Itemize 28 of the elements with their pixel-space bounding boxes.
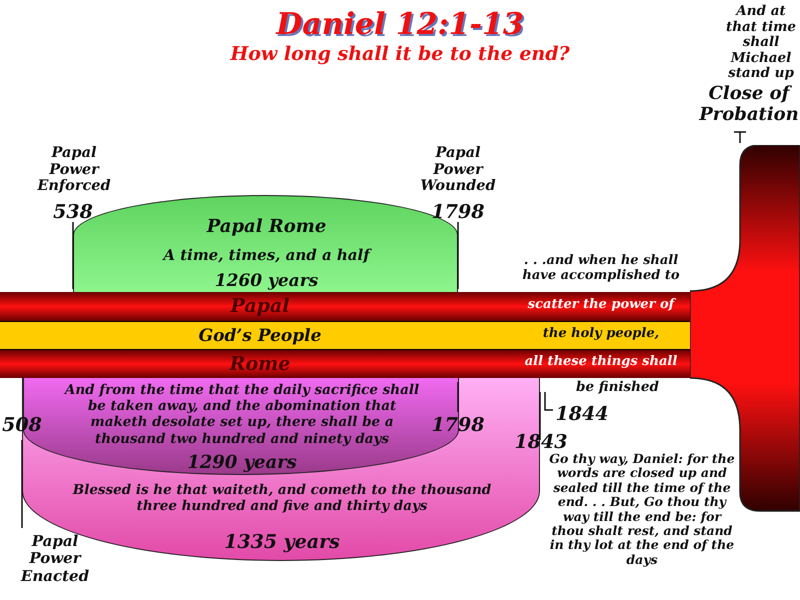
band-label: God’s People (198, 326, 322, 346)
event-label: Papal Power Enforced (36, 145, 112, 196)
verse-text: scatter the power of (526, 298, 677, 313)
band (0, 350, 690, 378)
title: Daniel 12:1-13 (274, 8, 525, 42)
event-label: Close of Probation (698, 84, 800, 126)
event-label: And at that time shall Michael stand up (725, 4, 797, 82)
period-text: Papal Rome (205, 216, 328, 238)
verse-text: be finished (575, 380, 660, 396)
period-text: A time, times, and a half (161, 246, 373, 264)
date-label: 538 (52, 202, 94, 224)
band (0, 292, 690, 321)
subtitle: How long shall it be to the end? (229, 44, 571, 66)
date-label: 1798 (430, 202, 486, 224)
band-label: Rome (228, 353, 292, 376)
period-label: 1260 years (214, 271, 320, 292)
event-label: Papal Power Enacted (20, 533, 90, 585)
date-label: 1844 (554, 404, 610, 426)
verse-text: . . .and when he shall have accomplished to (521, 254, 681, 284)
verse-text: Go thy way, Daniel: for the words are closed up and sealed till the time of the end. . . But, Go thou thy way till the end be: for thou shalt rest, and stand in thy lot at the end of the days (548, 452, 736, 567)
band (0, 321, 690, 350)
period-label: 1290 years (186, 452, 298, 474)
verse-text: all these things shall (524, 355, 678, 370)
band-label: Papal (229, 295, 290, 318)
period-text: And from the time that the daily sacrifice shall be taken away, and the abomination that maketh desolate set up, there shall be a thousand two hundred and ninety days (64, 382, 420, 447)
event-label: Papal Power Wounded (419, 145, 497, 196)
verse-text: the holy people, (542, 327, 660, 342)
period-text: Blessed is he that waiteth, and cometh to the thousand three hundred and five and thirty days (72, 482, 492, 514)
